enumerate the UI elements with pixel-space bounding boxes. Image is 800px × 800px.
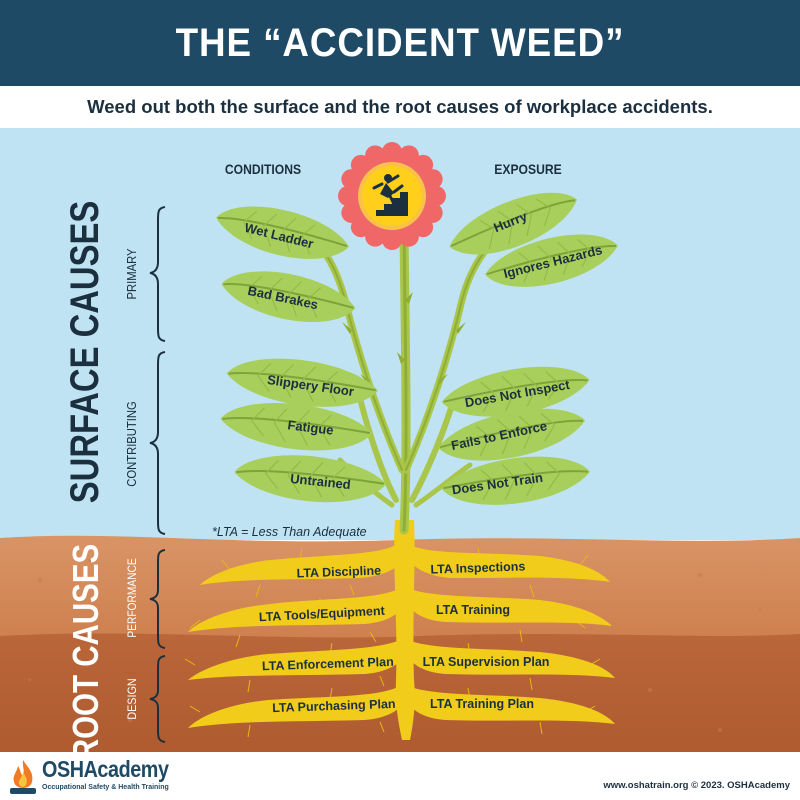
contributing-bracket (149, 351, 166, 535)
exposure-header: EXPOSURE (494, 161, 562, 177)
conditions-header: CONDITIONS (225, 161, 302, 177)
performance-label: PERFORMANCE (126, 558, 139, 637)
primary-label: PRIMARY (124, 248, 139, 299)
root-label-tools: LTA Tools/Equipment (259, 604, 386, 625)
flame-icon (10, 760, 36, 794)
root-label-training: LTA Training (436, 603, 510, 617)
roots (188, 520, 615, 740)
root-label-training-plan: LTA Training Plan (430, 697, 534, 711)
root-label-enforcement-plan: LTA Enforcement Plan (262, 655, 394, 674)
root-causes-label: ROOT CAUSES (65, 544, 105, 760)
contributing-label: CONTRIBUTING (124, 401, 139, 487)
header-bar (0, 0, 800, 86)
root-label-supervision-plan: LTA Supervision Plan (423, 655, 550, 669)
design-bracket (149, 655, 166, 743)
page-title: THE “ACCIDENT WEED” (175, 21, 625, 65)
logo-name: OSHAcademy (42, 756, 169, 782)
soil-speckles (28, 558, 762, 732)
leaf-label-untrained: Untrained (290, 471, 352, 492)
root-label-discipline: LTA Discipline (296, 564, 381, 581)
footer-credit: www.oshatrain.org © 2023. OSHAcademy (603, 780, 790, 791)
leaf-label-fatigue: Fatigue (287, 417, 335, 438)
oshacademy-logo: OSHAcademy Occupational Safety & Health … (8, 756, 169, 798)
primary-bracket (149, 206, 166, 342)
flower (338, 142, 446, 250)
root-label-purchasing-plan: LTA Purchasing Plan (272, 697, 396, 715)
surface-causes-label: SURFACE CAUSES (62, 201, 107, 503)
logo-tagline: Occupational Safety & Health Training (42, 784, 169, 791)
design-label: DESIGN (127, 678, 140, 719)
brackets (149, 206, 166, 743)
root-label-inspections: LTA Inspections (430, 559, 525, 576)
page-subtitle: Weed out both the surface and the root c… (0, 86, 800, 128)
performance-bracket (149, 549, 166, 649)
person-falling-down-stairs-icon (372, 174, 408, 216)
footnote: *LTA = Less Than Adequate (212, 525, 367, 539)
